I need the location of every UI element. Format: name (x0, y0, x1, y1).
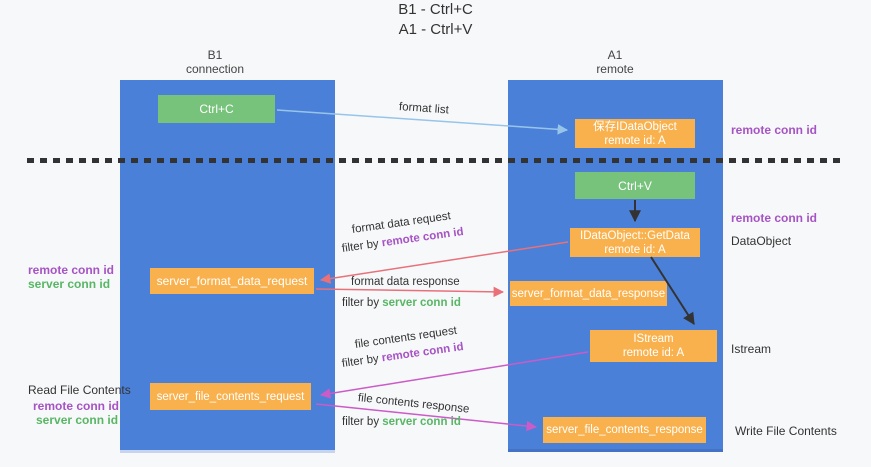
label-write-file-contents: Write File Contents (735, 424, 837, 438)
node-server-format-data-response: server_format_data_response (510, 281, 667, 306)
phase-separator-dashed-line (27, 158, 845, 163)
node-server-format-data-request-label: server_format_data_request (156, 274, 308, 288)
node-idataobject-getdata-line1: IDataObject::GetData (580, 229, 690, 242)
lane-header-right: A1 remote (535, 48, 695, 76)
node-server-file-contents-request-label: server_file_contents_request (156, 390, 305, 403)
node-istream: IStream remote id: A (590, 330, 717, 362)
node-idataobject-getdata: IDataObject::GetData remote id: A (570, 228, 700, 257)
lane-header-right-role: remote (596, 62, 634, 76)
label-read-file-contents: Read File Contents (28, 383, 131, 397)
label-file-contents-response: file contents response (357, 392, 470, 416)
left-server-conn-id-2: server conn id (36, 413, 119, 427)
node-save-dataobject-line1: 保存IDataObject (593, 120, 677, 133)
node-server-format-data-request: server_format_data_request (150, 268, 314, 294)
title-line-2: A1 - Ctrl+V (398, 21, 473, 38)
node-server-file-contents-response: server_file_contents_response (543, 417, 706, 443)
title-line-1: B1 - Ctrl+C (398, 1, 473, 18)
server-conn-id-text: server conn id (382, 416, 461, 428)
filter-prefix: filter by (342, 416, 383, 428)
filter-prefix: filter by (341, 237, 383, 255)
node-idataobject-getdata-line2: remote id: A (604, 243, 666, 256)
node-save-dataobject-line2: remote id: A (604, 134, 666, 147)
lane-header-left-role: connection (185, 62, 245, 76)
label-dataobject: DataObject (731, 234, 792, 248)
label-filter-by-server-conn-id-2: filter by server conn id (342, 416, 461, 428)
label-filter-by-server-conn-id-1: filter by server conn id (342, 297, 461, 309)
node-ctrl-c: Ctrl+C (158, 95, 275, 123)
node-ctrl-v-label: Ctrl+V (618, 178, 652, 193)
lane-header-left-name: B1 (207, 48, 223, 62)
node-server-file-contents-request: server_file_contents_request (150, 383, 311, 410)
node-save-dataobject: 保存IDataObject remote id: A (575, 119, 695, 148)
server-conn-id-text: server conn id (382, 297, 461, 309)
node-istream-line2: remote id: A (622, 347, 685, 359)
lane-header-right-name: A1 (607, 48, 623, 62)
right-remote-conn-id-top: remote conn id (731, 123, 818, 137)
label-format-data-response: format data response (351, 276, 460, 288)
label-istream: Istream (731, 342, 772, 356)
node-server-format-data-response-label: server_format_data_response (511, 287, 666, 300)
node-istream-line1: IStream (633, 333, 674, 345)
left-server-conn-id-1: server conn id (28, 277, 111, 291)
lane-header-left: B1 connection (135, 48, 295, 76)
diagram-title: B1 - Ctrl+C A1 - Ctrl+V (0, 0, 871, 40)
filter-prefix: filter by (342, 297, 383, 309)
left-remote-conn-id-2: remote conn id (33, 399, 120, 413)
node-ctrl-v: Ctrl+V (575, 172, 695, 199)
right-remote-conn-id-mid: remote conn id (731, 211, 818, 225)
node-server-file-contents-response-label: server_file_contents_response (546, 424, 703, 436)
node-ctrl-c-label: Ctrl+C (199, 102, 234, 116)
label-format-list: format list (398, 101, 450, 117)
filter-prefix: filter by (341, 352, 383, 370)
left-remote-conn-id-1: remote conn id (28, 263, 115, 277)
format-data-response-arrow (315, 286, 505, 298)
